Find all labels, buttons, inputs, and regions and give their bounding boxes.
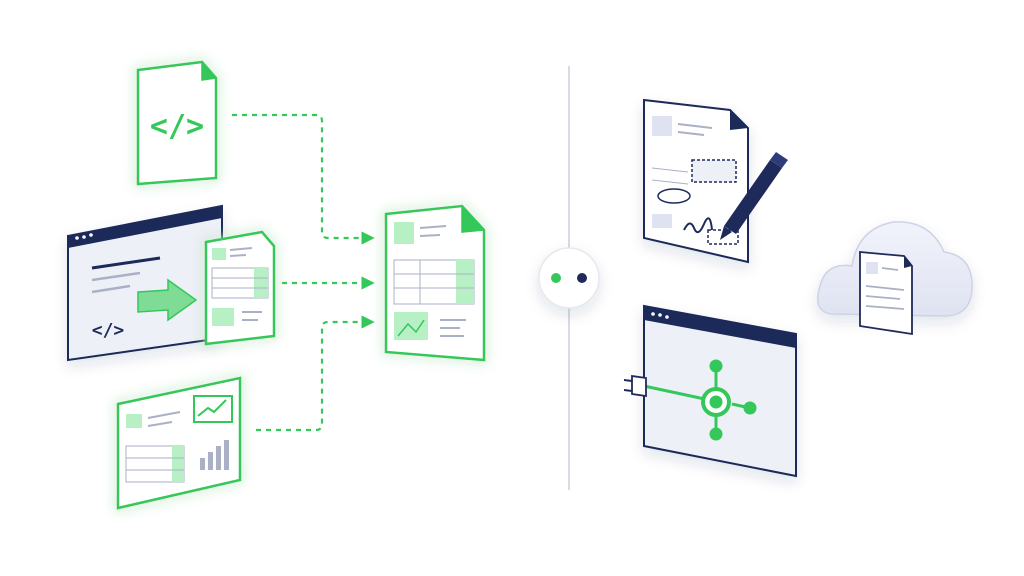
connector-chart-to-output bbox=[256, 315, 375, 432]
code-icon: </> bbox=[92, 320, 125, 341]
text-line bbox=[865, 285, 905, 291]
text-line bbox=[229, 254, 247, 257]
text-line bbox=[147, 421, 173, 427]
cloud-document bbox=[859, 251, 913, 336]
text-line bbox=[865, 295, 901, 300]
image-placeholder bbox=[652, 214, 672, 228]
text-line bbox=[91, 284, 131, 294]
pager-dot-inactive[interactable] bbox=[577, 273, 587, 283]
window-dot bbox=[75, 236, 79, 240]
highlight-oval bbox=[657, 188, 691, 204]
image-placeholder bbox=[866, 262, 878, 274]
signature-scribble bbox=[683, 217, 713, 234]
bar-chart-icon bbox=[200, 440, 229, 470]
window-dot bbox=[658, 313, 662, 317]
window-dot bbox=[82, 235, 86, 239]
image-placeholder bbox=[394, 222, 414, 244]
text-line bbox=[419, 225, 447, 229]
code-file-card: </> bbox=[136, 60, 218, 186]
table-highlight bbox=[456, 260, 474, 304]
table-highlight bbox=[254, 268, 268, 298]
text-line bbox=[91, 256, 161, 270]
plug-icon bbox=[623, 374, 647, 398]
webpage-window: </> bbox=[67, 204, 223, 362]
pen-icon bbox=[720, 152, 788, 240]
image-placeholder bbox=[212, 308, 234, 326]
connector-lines bbox=[232, 113, 375, 432]
trend-chart-icon bbox=[193, 395, 233, 423]
pager-dot-active[interactable] bbox=[551, 273, 561, 283]
image-placeholder bbox=[212, 248, 226, 260]
text-line bbox=[229, 247, 253, 251]
converted-document bbox=[204, 230, 276, 346]
signing-document bbox=[643, 98, 749, 264]
text-line bbox=[91, 271, 141, 282]
window-dot bbox=[89, 233, 93, 237]
image-placeholder bbox=[652, 116, 672, 136]
text-line bbox=[677, 131, 705, 136]
code-icon: </> bbox=[150, 109, 204, 144]
window-dot bbox=[665, 315, 669, 319]
window-dot bbox=[651, 312, 655, 316]
selection-box bbox=[691, 159, 737, 183]
chart-report-card bbox=[116, 376, 242, 510]
text-line bbox=[419, 234, 441, 237]
image-placeholder bbox=[126, 414, 142, 428]
pager[interactable] bbox=[538, 247, 600, 309]
table-highlight bbox=[172, 446, 184, 482]
output-document bbox=[384, 204, 486, 362]
text-line bbox=[677, 123, 713, 129]
connector-code-to-output bbox=[232, 113, 375, 245]
text-line bbox=[881, 267, 899, 271]
text-line bbox=[865, 305, 905, 310]
api-connection-graph bbox=[643, 359, 757, 441]
convert-arrow-icon bbox=[137, 278, 198, 322]
text-line bbox=[147, 411, 181, 419]
